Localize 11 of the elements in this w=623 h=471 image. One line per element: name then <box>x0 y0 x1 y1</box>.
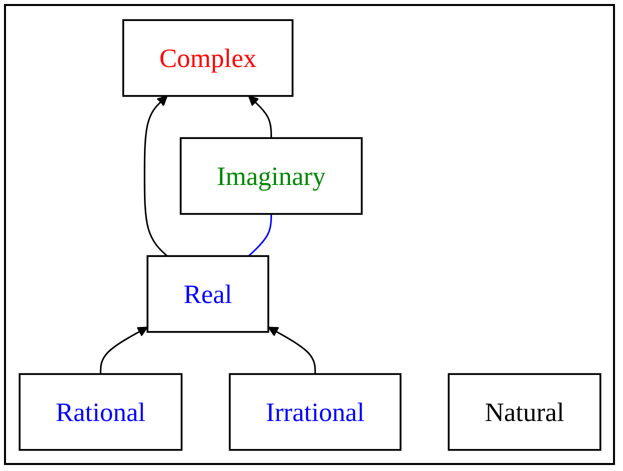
arrow <box>144 95 168 257</box>
arrow <box>100 326 148 374</box>
node-box: Real <box>146 255 270 333</box>
arrow <box>268 326 316 374</box>
connector <box>248 214 272 257</box>
arrow <box>248 95 272 138</box>
node-box: Irrational <box>228 373 402 451</box>
node-box: Rational <box>18 373 183 451</box>
node-box: Natural <box>448 373 602 451</box>
node-box: Imaginary <box>180 137 363 215</box>
node-box: Complex <box>122 19 294 97</box>
